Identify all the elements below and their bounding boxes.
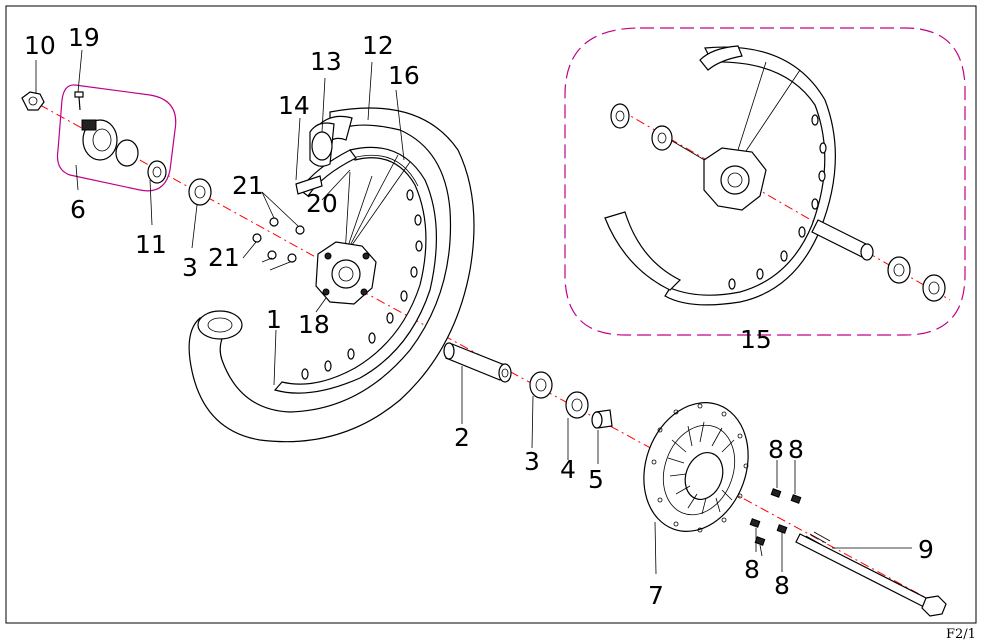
label-12: 12	[362, 31, 394, 60]
axle-spacer-2	[443, 342, 512, 383]
inner-tube	[309, 122, 335, 167]
label-11: 11	[135, 230, 167, 259]
page-frame	[5, 5, 977, 624]
label-3-right: 3	[524, 447, 540, 476]
label-20: 20	[306, 189, 338, 218]
label-13: 13	[310, 47, 342, 76]
label-3-left: 3	[182, 253, 198, 282]
disc-bolts	[749, 488, 802, 546]
rim-holes	[301, 189, 423, 380]
circlip	[115, 139, 139, 167]
label-8-c: 8	[744, 555, 760, 584]
screw-19	[74, 91, 84, 111]
axle-shaft	[795, 531, 947, 617]
disc-vents	[667, 421, 735, 515]
label-8-b: 8	[788, 435, 804, 464]
label-19: 19	[68, 23, 100, 52]
wheel-hub	[315, 241, 377, 305]
spokes	[344, 154, 411, 256]
bearing-3-left	[188, 178, 212, 206]
brake-disc	[643, 402, 749, 533]
label-9: 9	[918, 535, 934, 564]
label-8-d: 8	[774, 571, 790, 600]
axle-centerline	[39, 104, 951, 601]
label-16: 16	[388, 61, 420, 90]
seal-4	[565, 391, 589, 419]
label-2: 2	[454, 423, 470, 452]
label-4: 4	[560, 455, 576, 484]
part-number-labels: 10 19 6 11 3 21 21 14 13 12 16 20 1 18 2…	[24, 23, 976, 642]
label-21-lower: 21	[208, 243, 240, 272]
inset-wheel-assembly	[604, 45, 946, 306]
label-7: 7	[648, 581, 664, 610]
axle-nut-10	[21, 91, 45, 111]
leader-lines	[35, 49, 912, 575]
seal-11	[147, 160, 167, 184]
hub-assembly-box	[56, 84, 177, 192]
label-21-upper: 21	[232, 171, 264, 200]
disc-holes	[651, 403, 749, 533]
label-5: 5	[588, 465, 604, 494]
label-8-a: 8	[768, 435, 784, 464]
label-14: 14	[278, 91, 310, 120]
rim	[273, 146, 438, 394]
label-15: 15	[740, 325, 772, 354]
inset-callout-box	[564, 27, 966, 336]
label-10: 10	[24, 31, 56, 60]
sheet-reference: F2/1	[946, 627, 976, 642]
label-18: 18	[298, 310, 330, 339]
collar-5	[591, 409, 613, 429]
speedo-drive-6	[81, 119, 118, 161]
label-1: 1	[266, 305, 282, 334]
bearing-3-right	[529, 371, 553, 399]
label-6: 6	[70, 195, 86, 224]
valve-stem	[295, 175, 323, 195]
